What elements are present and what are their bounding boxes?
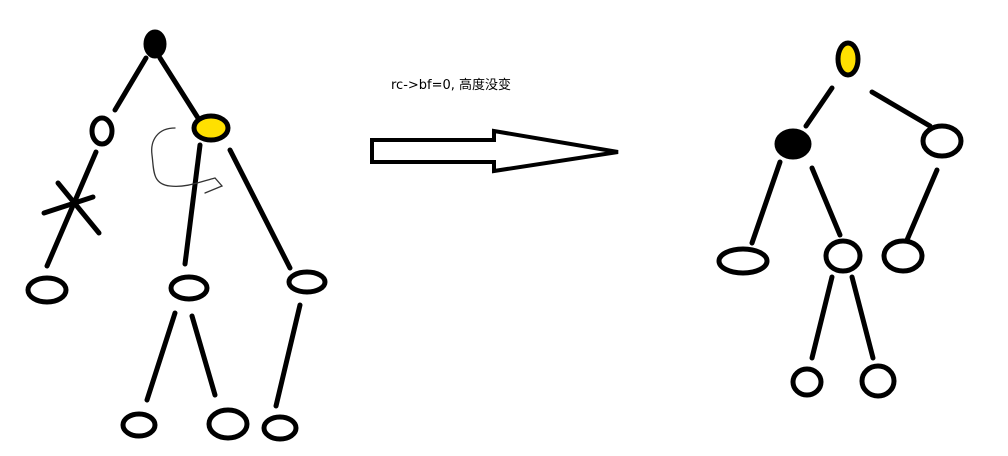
edge-right-down [273,302,303,409]
node-mid-right-leaf [859,363,897,399]
edge-mid-left [809,274,835,361]
node-root-black [143,29,167,59]
edge-yroot-left [803,85,835,129]
node-left-leaf [25,275,69,305]
edge-yellow-right [227,147,293,271]
node-yellow [191,113,231,143]
node-black [774,128,812,160]
edge-mid-left [144,310,178,403]
edge-black-left [749,159,783,246]
edge-left-down [44,149,99,269]
node-mid-left-leaf [120,411,158,439]
edge-black-right [809,165,843,238]
edge-root-left [112,55,149,113]
node-right-leaf [881,238,925,274]
edge-mid-right [849,274,876,361]
node-mid-left-leaf [790,366,824,398]
node-right [920,123,964,159]
rotation-arrow [151,127,224,194]
edge-root-right [157,55,201,121]
edge-yroot-right [869,89,933,129]
node-root-yellow [835,40,861,78]
node-mid-right-leaf [206,407,250,441]
edge-mid-right [189,313,218,398]
edge-right-down [904,167,940,243]
node-mid [823,238,863,274]
node-left-leaf [716,246,770,276]
edge-yellow-left [182,142,203,267]
cut-mark [41,180,102,236]
node-right-leaf [261,414,299,442]
node-left [89,115,115,147]
node-right [286,269,328,295]
node-mid [168,274,210,302]
after-tree [716,40,964,399]
balance-caption: rc->bf=0, 高度没变 [391,78,512,93]
transform-arrow [370,128,619,174]
before-tree [25,29,328,442]
